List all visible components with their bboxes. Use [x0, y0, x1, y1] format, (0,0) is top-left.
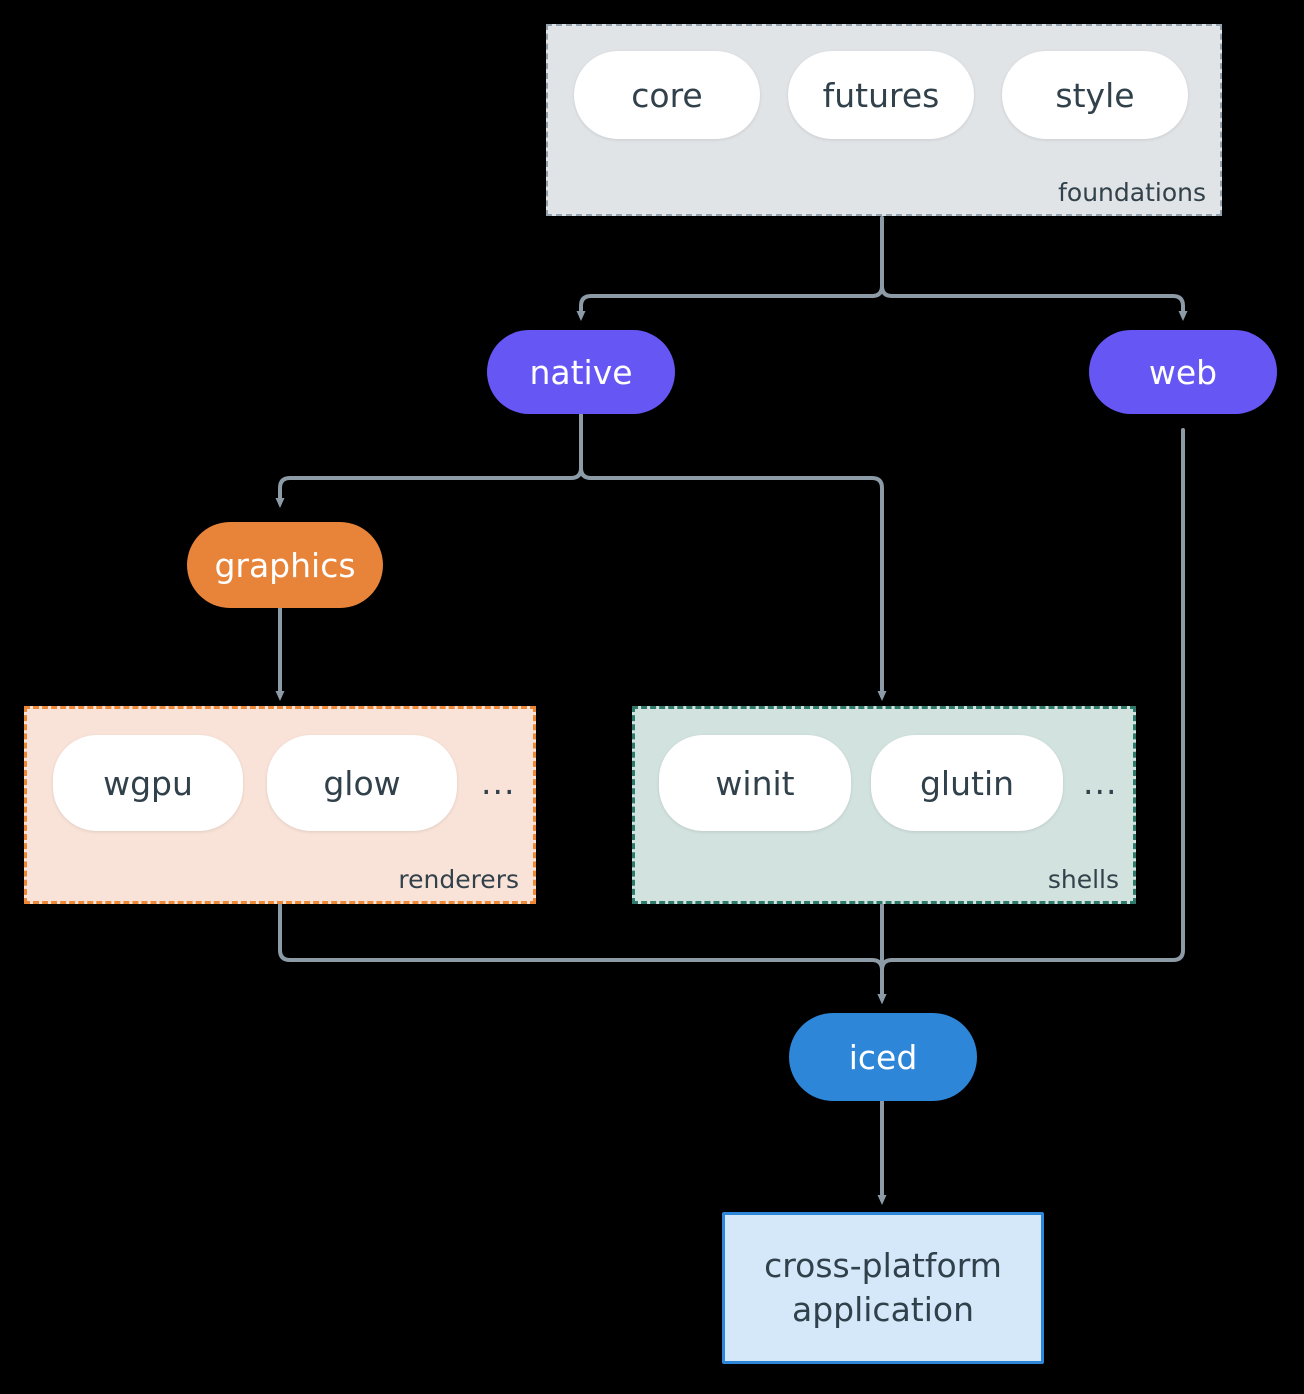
chip-wgpu-label: wgpu [103, 763, 193, 803]
edge-native-shells [579, 410, 887, 701]
edge-native-graphics [275, 410, 583, 508]
node-graphics[interactable]: graphics [187, 522, 383, 608]
chip-futures[interactable]: futures [788, 51, 974, 139]
chip-style[interactable]: style [1002, 51, 1188, 139]
node-application[interactable]: cross-platform application [722, 1212, 1044, 1364]
node-web[interactable]: web [1089, 330, 1277, 414]
edge-renderers-iced [278, 903, 887, 1004]
chip-futures-label: futures [822, 75, 940, 115]
chip-glutin[interactable]: glutin [871, 735, 1063, 831]
group-renderers: wgpu glow ... renderers [24, 706, 536, 904]
chip-wgpu[interactable]: wgpu [53, 735, 243, 831]
chip-core[interactable]: core [574, 51, 760, 139]
chip-winit[interactable]: winit [659, 735, 851, 831]
foundations-chip-row: core futures style [574, 51, 1188, 139]
chip-core-label: core [631, 75, 703, 115]
application-line-2: application [791, 1290, 975, 1329]
group-label-foundations: foundations [1058, 177, 1206, 207]
node-iced-label: iced [848, 1037, 918, 1077]
chip-winit-label: winit [715, 763, 795, 803]
shells-ellipsis: ... [1083, 763, 1118, 803]
renderers-chip-row: wgpu glow ... [53, 735, 515, 831]
shells-chip-row: winit glutin ... [659, 735, 1117, 831]
edge-foundations-web [880, 216, 1188, 321]
node-web-label: web [1148, 352, 1218, 392]
node-native[interactable]: native [487, 330, 675, 414]
group-foundations: core futures style foundations [546, 24, 1222, 216]
node-graphics-label: graphics [214, 545, 356, 585]
group-label-renderers: renderers [398, 864, 519, 894]
renderers-ellipsis: ... [481, 763, 516, 803]
node-iced[interactable]: iced [789, 1013, 977, 1101]
group-label-shells: shells [1047, 864, 1119, 894]
chip-style-label: style [1055, 75, 1135, 115]
node-native-label: native [529, 352, 633, 392]
application-line-1: cross-platform [764, 1246, 1002, 1286]
chip-glow[interactable]: glow [267, 735, 457, 831]
group-shells: winit glutin ... shells [632, 706, 1136, 904]
chip-glow-label: glow [323, 763, 401, 803]
edge-foundations-native [576, 216, 884, 321]
chip-glutin-label: glutin [919, 763, 1015, 803]
